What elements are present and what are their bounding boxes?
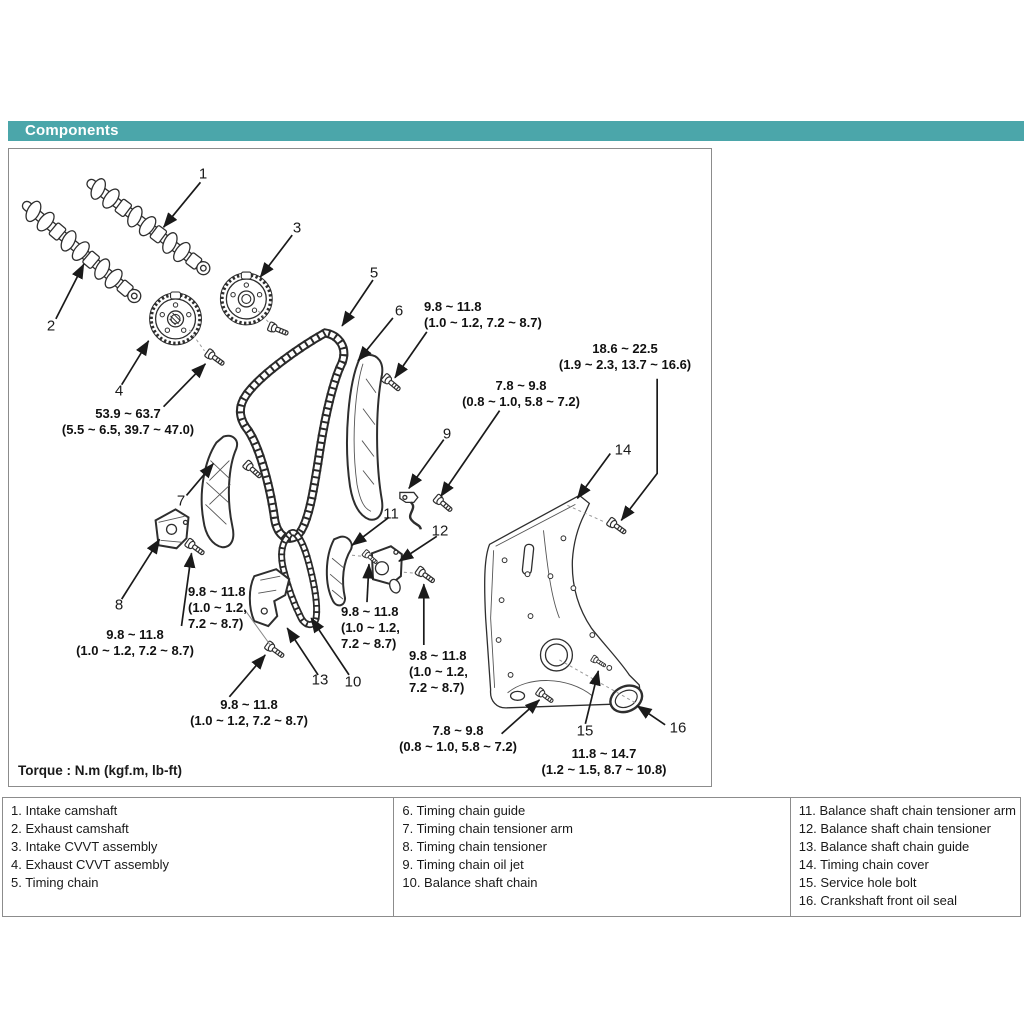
timing-chain-cover-drawing — [484, 494, 641, 709]
components-diagram-box — [8, 148, 712, 787]
section-header-bar: Components — [8, 121, 1024, 141]
legend-item: 2. Exhaust camshaft — [11, 821, 129, 836]
legend-item: 10. Balance shaft chain — [402, 875, 538, 890]
timing-chain-oil-jet-drawing — [399, 491, 422, 530]
legend-item: 12. Balance shaft chain tensioner — [798, 821, 991, 836]
balance-chain-tensioner-drawing — [370, 545, 403, 594]
parts-legend-table: 1. Intake camshaft 2. Exhaust camshaft 3. … — [2, 797, 1021, 917]
legend-item: 15. Service hole bolt — [798, 875, 917, 890]
legend-item: 7. Timing chain tensioner arm — [402, 821, 573, 836]
legend-item: 1. Intake camshaft — [11, 803, 118, 818]
leader-lines — [189, 310, 638, 705]
timing-chain-tensioner-drawing — [154, 508, 190, 550]
legend-item: 9. Timing chain oil jet — [402, 857, 524, 872]
legend-item: 11. Balance shaft chain tensioner arm — [798, 803, 1016, 818]
callout-arrows — [55, 181, 666, 735]
components-diagram — [15, 170, 666, 735]
balance-chain-tensioner-arm-drawing — [325, 535, 353, 607]
timing-chain-drawing — [235, 328, 349, 543]
legend-item: 3. Intake CVVT assembly — [11, 839, 158, 854]
legend-item: 8. Timing chain tensioner — [402, 839, 547, 854]
legend-column: 11. Balance shaft chain tensioner arm 12.… — [791, 798, 1020, 916]
legend-item: 16. Crankshaft front oil seal — [798, 893, 957, 908]
exhaust-cvvt-drawing — [147, 290, 204, 347]
legend-item: 5. Timing chain — [11, 875, 99, 890]
balance-chain-guide-drawing — [248, 568, 291, 628]
timing-chain-guide-drawing — [346, 353, 384, 521]
legend-item: 13. Balance shaft chain guide — [798, 839, 970, 854]
crankshaft-oil-seal-drawing — [609, 684, 644, 714]
legend-item: 14. Timing chain cover — [798, 857, 929, 872]
legend-column: 6. Timing chain guide 7. Timing chain ten… — [394, 798, 791, 916]
legend-item: 4. Exhaust CVVT assembly — [11, 857, 169, 872]
legend-item: 6. Timing chain guide — [402, 803, 526, 818]
section-title: Components — [25, 122, 119, 139]
timing-chain-tensioner-arm-drawing — [200, 434, 239, 549]
intake-cvvt-drawing — [218, 270, 274, 327]
legend-column: 1. Intake camshaft 2. Exhaust camshaft 3. … — [3, 798, 395, 916]
